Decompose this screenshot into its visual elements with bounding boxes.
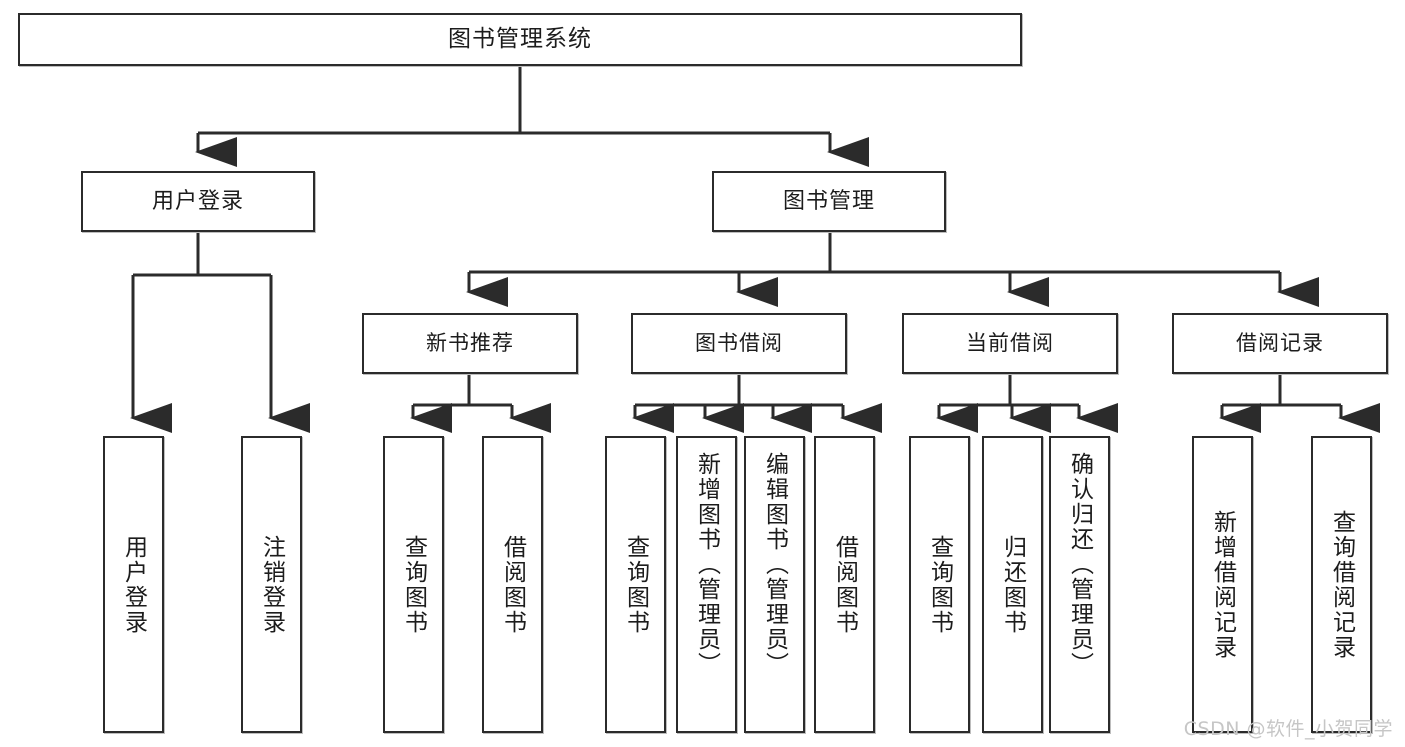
- node-label: 新增借阅记录: [1209, 509, 1236, 660]
- node-label: 借阅图书: [499, 534, 526, 635]
- node-label: 注销登录: [258, 534, 285, 635]
- node-leaf-confirm-return-admin[interactable]: 确认归还（管理员）: [1049, 436, 1110, 733]
- node-leaf-return-book[interactable]: 归还图书: [982, 436, 1043, 733]
- node-label: 编辑图书（管理员）: [761, 452, 788, 677]
- node-label: 确认归还（管理员）: [1066, 452, 1093, 677]
- node-label: 新书推荐: [426, 331, 514, 356]
- node-user-login[interactable]: 用户登录: [81, 171, 315, 232]
- node-leaf-add-book-admin[interactable]: 新增图书（管理员）: [676, 436, 737, 733]
- node-label: 查询借阅记录: [1328, 509, 1355, 660]
- node-leaf-query-borrow-record[interactable]: 查询借阅记录: [1311, 436, 1372, 733]
- node-label: 查询图书: [622, 534, 649, 635]
- node-label: 借阅记录: [1236, 331, 1324, 356]
- node-book-management[interactable]: 图书管理: [712, 171, 946, 232]
- node-root-system[interactable]: 图书管理系统: [18, 13, 1022, 66]
- node-label: 图书管理: [782, 188, 875, 214]
- node-label: 查询图书: [400, 534, 427, 635]
- node-label: 借阅图书: [831, 534, 858, 635]
- node-leaf-logout[interactable]: 注销登录: [241, 436, 302, 733]
- node-label: 查询图书: [926, 534, 953, 635]
- node-book-borrow[interactable]: 图书借阅: [631, 313, 847, 374]
- node-label: 用户登录: [120, 534, 147, 635]
- node-leaf-borrow-book-recommend[interactable]: 借阅图书: [482, 436, 543, 733]
- node-label: 图书借阅: [695, 331, 783, 356]
- node-leaf-query-book-borrow[interactable]: 查询图书: [605, 436, 666, 733]
- node-current-borrow[interactable]: 当前借阅: [902, 313, 1118, 374]
- node-label: 当前借阅: [966, 331, 1054, 356]
- node-leaf-user-login[interactable]: 用户登录: [103, 436, 164, 733]
- node-label: 归还图书: [999, 534, 1026, 635]
- node-leaf-edit-book-admin[interactable]: 编辑图书（管理员）: [744, 436, 805, 733]
- node-label: 图书管理系统: [448, 26, 592, 53]
- node-label: 新增图书（管理员）: [693, 452, 720, 677]
- node-leaf-borrow-book[interactable]: 借阅图书: [814, 436, 875, 733]
- node-leaf-query-book-recommend[interactable]: 查询图书: [383, 436, 444, 733]
- node-leaf-add-borrow-record[interactable]: 新增借阅记录: [1192, 436, 1253, 733]
- node-new-book-recommend[interactable]: 新书推荐: [362, 313, 578, 374]
- node-borrow-records[interactable]: 借阅记录: [1172, 313, 1388, 374]
- node-label: 用户登录: [151, 188, 244, 214]
- node-leaf-query-book-current[interactable]: 查询图书: [909, 436, 970, 733]
